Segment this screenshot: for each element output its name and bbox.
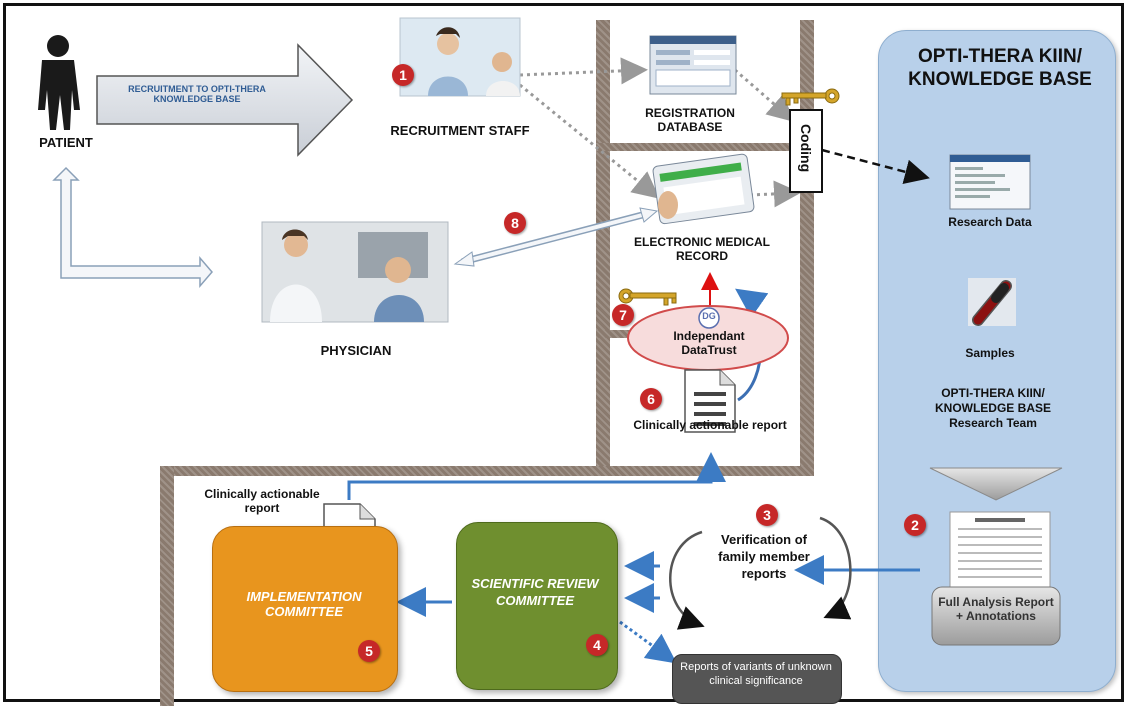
research-data-label: Research Data bbox=[948, 215, 1032, 229]
implementation-committee-label: IMPLEMENTATION COMMITTEE bbox=[246, 589, 362, 619]
report-top-label: Clinically actionable report bbox=[633, 418, 787, 432]
badge-4: 4 bbox=[586, 634, 608, 656]
recruitment-arrow-label: RECRUITMENT TO OPTI-THERA KNOWLEDGE BASE bbox=[128, 84, 266, 105]
report-left-label: Clinically actionable report bbox=[204, 487, 320, 515]
badge-3: 3 bbox=[756, 504, 778, 526]
research-data-image bbox=[949, 154, 1031, 210]
full-analysis-label: Full Analysis Report + Annotations bbox=[938, 595, 1054, 623]
verification-label: Verification of family member reports bbox=[718, 532, 810, 581]
kb-down-triangle bbox=[929, 467, 1063, 501]
wall-vertical-left bbox=[596, 20, 610, 472]
patient-label: PATIENT bbox=[39, 135, 93, 150]
recruitment-staff-label: RECRUITMENT STAFF bbox=[390, 123, 530, 138]
variants-label: Reports of variants of unknown clinical … bbox=[680, 661, 832, 688]
datatrust-label: Independant DataTrust bbox=[673, 329, 745, 357]
patient-silhouette bbox=[38, 35, 80, 130]
kb-team-label: OPTI-THERA KIIN/ KNOWLEDGE BASE Research… bbox=[934, 386, 1051, 430]
samples-label: Samples bbox=[965, 346, 1015, 360]
kb-title: OPTI-THERA KIIN/ KNOWLEDGE BASE bbox=[908, 46, 1092, 90]
coding-label: Coding bbox=[798, 123, 815, 173]
emr-tablet-image bbox=[652, 153, 755, 225]
patient-physician-arrow bbox=[52, 166, 213, 289]
wall-horizontal-bottom bbox=[160, 466, 814, 476]
wall-vertical-bottom bbox=[160, 466, 174, 706]
badge-1: 1 bbox=[392, 64, 414, 86]
badge-7: 7 bbox=[612, 304, 634, 326]
sample-tube-image bbox=[968, 278, 1016, 326]
implementation-committee-box bbox=[212, 526, 398, 692]
badge-5: 5 bbox=[358, 640, 380, 662]
badge-8: 8 bbox=[504, 212, 526, 234]
full-analysis-document bbox=[949, 511, 1051, 589]
full-analysis-button-shape bbox=[931, 586, 1061, 646]
recruitment-staff-photo bbox=[399, 17, 521, 97]
physician-label: PHYSICIAN bbox=[320, 343, 392, 358]
datatrust-logo: DG bbox=[702, 311, 716, 321]
wall-horizontal-trust bbox=[596, 330, 648, 338]
physician-photo bbox=[261, 221, 449, 323]
emr-label: ELECTRONIC MEDICAL RECORD bbox=[634, 235, 770, 263]
scientific-committee-box bbox=[456, 522, 618, 690]
registration-database-label: REGISTRATION DATABASE bbox=[645, 106, 735, 134]
badge-6: 6 bbox=[640, 388, 662, 410]
registration-database-image bbox=[649, 35, 737, 95]
wall-horizontal-emr bbox=[596, 143, 814, 151]
key-icon-datatrust bbox=[618, 288, 677, 306]
physician-emr-arrow bbox=[453, 207, 659, 267]
key-icon-coding bbox=[781, 88, 840, 106]
badge-2: 2 bbox=[904, 514, 926, 536]
recruitment-arrow-shape bbox=[96, 43, 354, 157]
scientific-committee-label: SCIENTIFIC REVIEW COMMITTEE bbox=[471, 576, 599, 608]
report-document-top bbox=[684, 369, 736, 433]
variants-box bbox=[672, 654, 842, 704]
coding-box bbox=[789, 109, 823, 193]
